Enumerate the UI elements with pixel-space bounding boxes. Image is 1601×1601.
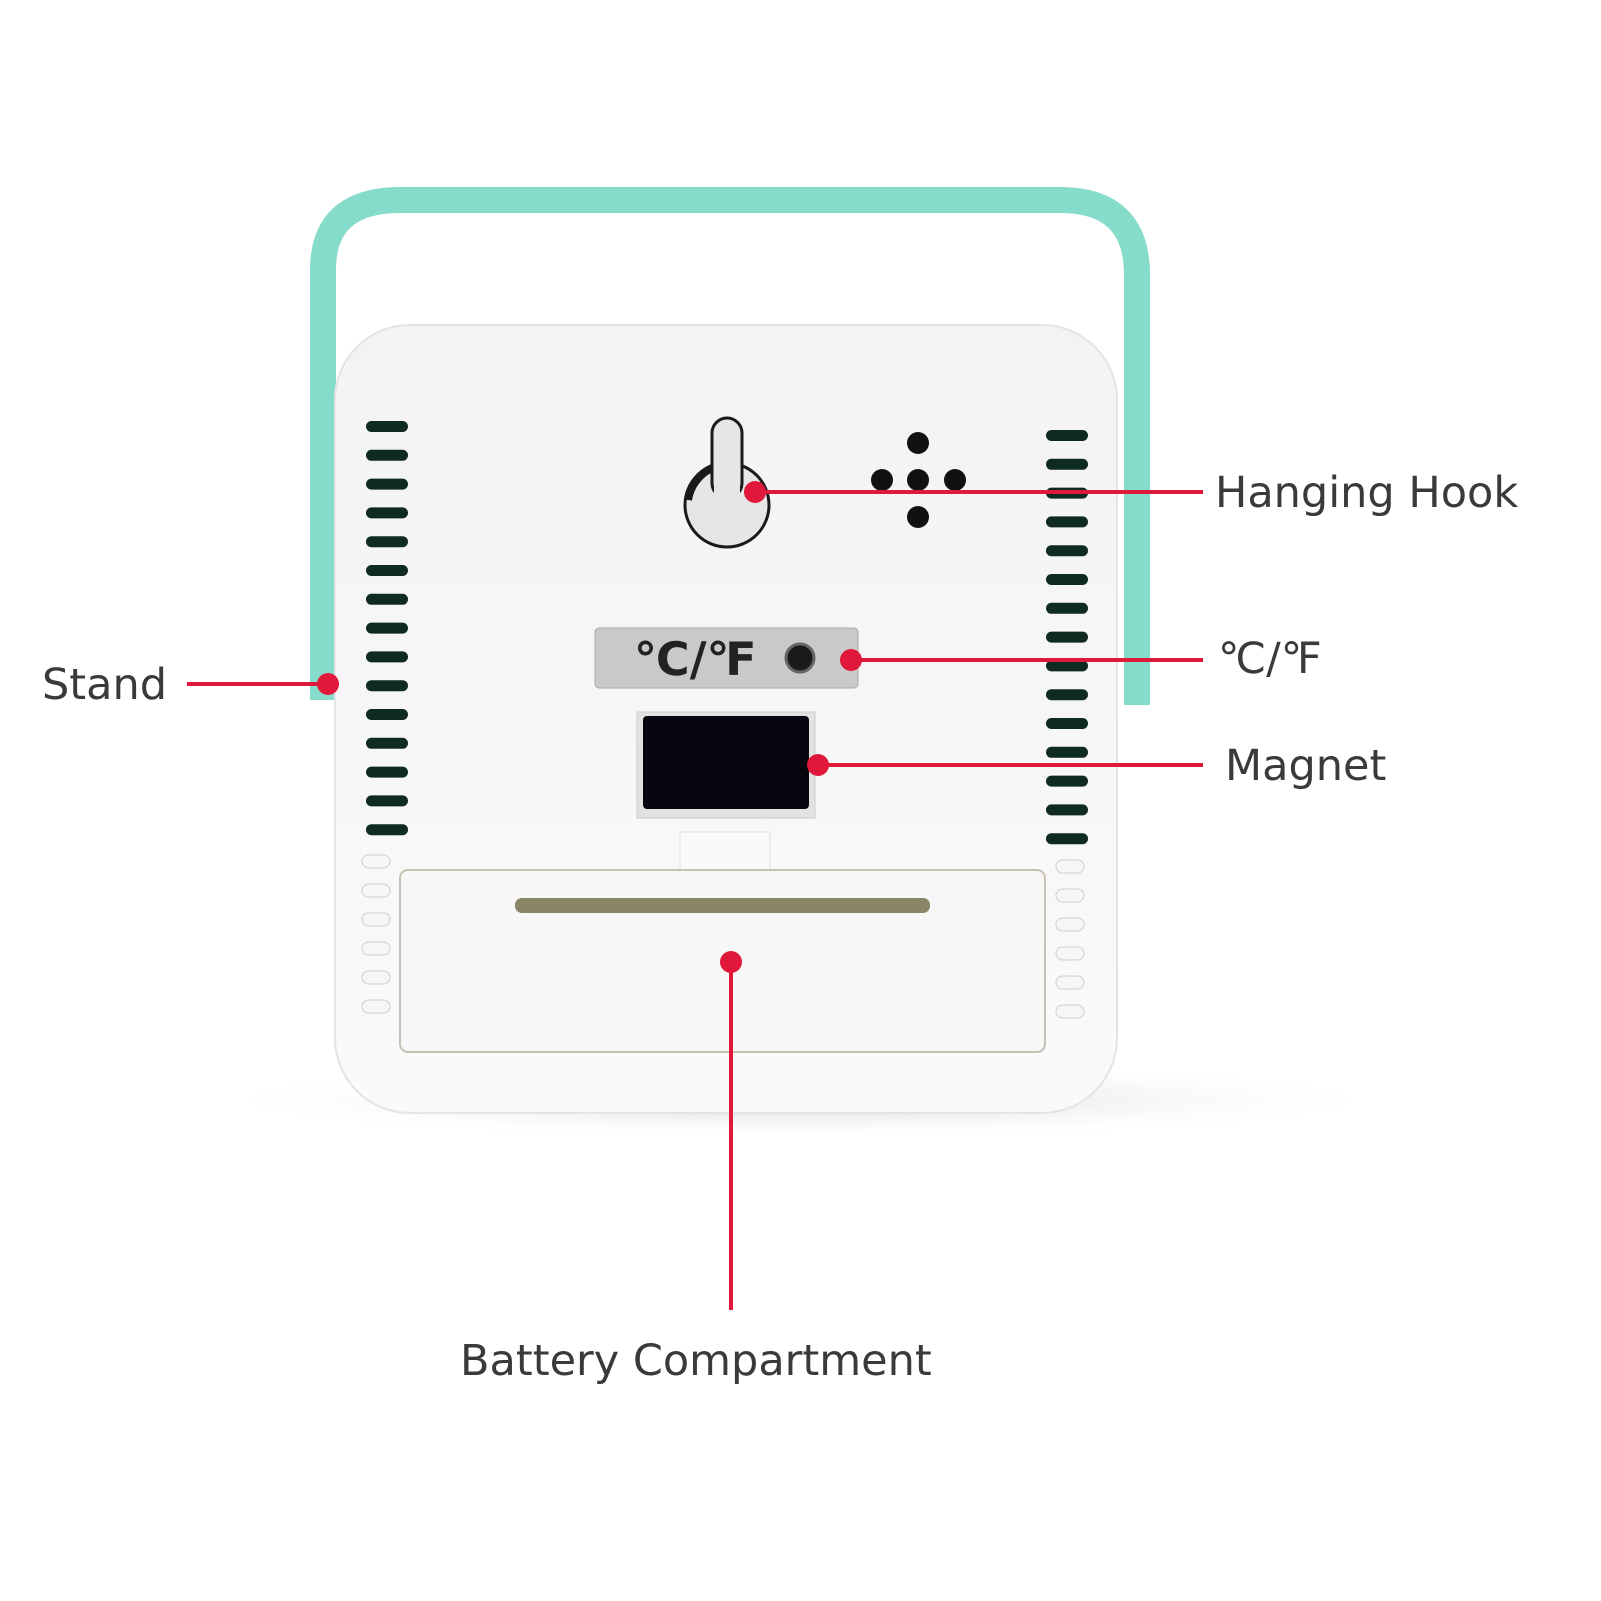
vent-slot <box>366 766 408 778</box>
vent-slot <box>1046 689 1088 701</box>
vent-slot <box>1046 458 1088 470</box>
vent-slot-closed <box>1055 859 1085 874</box>
vent-slot <box>1046 660 1088 672</box>
vent-slot <box>366 449 408 461</box>
label-stand: Stand <box>42 660 168 710</box>
vents <box>361 421 1088 1019</box>
vent-slot-closed <box>361 883 391 898</box>
vent-slot <box>366 737 408 749</box>
vent-slot <box>366 709 408 720</box>
vent-slot <box>1046 430 1088 441</box>
vent-slot <box>366 680 408 692</box>
vent-slot <box>1046 833 1088 845</box>
vent-slot <box>366 593 408 605</box>
label-magnet: Magnet <box>1225 741 1387 791</box>
unit-switch-button[interactable] <box>784 642 816 674</box>
vent-slot-closed <box>1055 1004 1085 1019</box>
vent-slot-closed <box>361 941 391 956</box>
hanging-hook-keyhole <box>683 416 771 549</box>
vent-slot <box>1046 602 1088 614</box>
vent-slot <box>1046 746 1088 758</box>
battery-cover-slot <box>515 898 930 913</box>
vent-slot <box>1046 804 1088 816</box>
vent-slot <box>1046 718 1088 729</box>
vent-slot-closed <box>361 854 391 869</box>
vent-slot-closed <box>1055 946 1085 961</box>
unit-switch-button-label: ℃/℉ <box>634 632 757 686</box>
vent-slot <box>366 565 408 576</box>
vent-slot-closed <box>361 999 391 1014</box>
label-battery-compartment: Battery Compartment <box>460 1336 932 1386</box>
vent-slot-closed <box>1055 975 1085 990</box>
stand-handle <box>310 187 1150 705</box>
vent-slot <box>366 824 408 836</box>
vent-slot <box>1046 516 1088 528</box>
vent-slot-closed <box>361 970 391 985</box>
vent-slot <box>366 478 408 490</box>
vent-slot <box>366 507 408 519</box>
vent-slot <box>1046 574 1088 585</box>
vent-slot <box>366 421 408 432</box>
label-unit-switch: ℃/℉ <box>1218 634 1322 684</box>
vent-slot <box>366 536 408 548</box>
vent-slot <box>366 651 408 663</box>
vent-slot <box>1046 545 1088 557</box>
callout-lines <box>187 481 1203 1310</box>
label-hanging-hook: Hanging Hook <box>1215 468 1519 518</box>
vent-slot <box>366 795 408 807</box>
vent-slot-closed <box>361 912 391 927</box>
vent-slot <box>1046 631 1088 643</box>
vent-slot <box>366 622 408 634</box>
speaker-dots <box>871 432 966 528</box>
vent-slot-closed <box>1055 888 1085 903</box>
vent-slot-closed <box>1055 917 1085 932</box>
vent-slot <box>1046 775 1088 787</box>
magnet <box>643 716 809 809</box>
